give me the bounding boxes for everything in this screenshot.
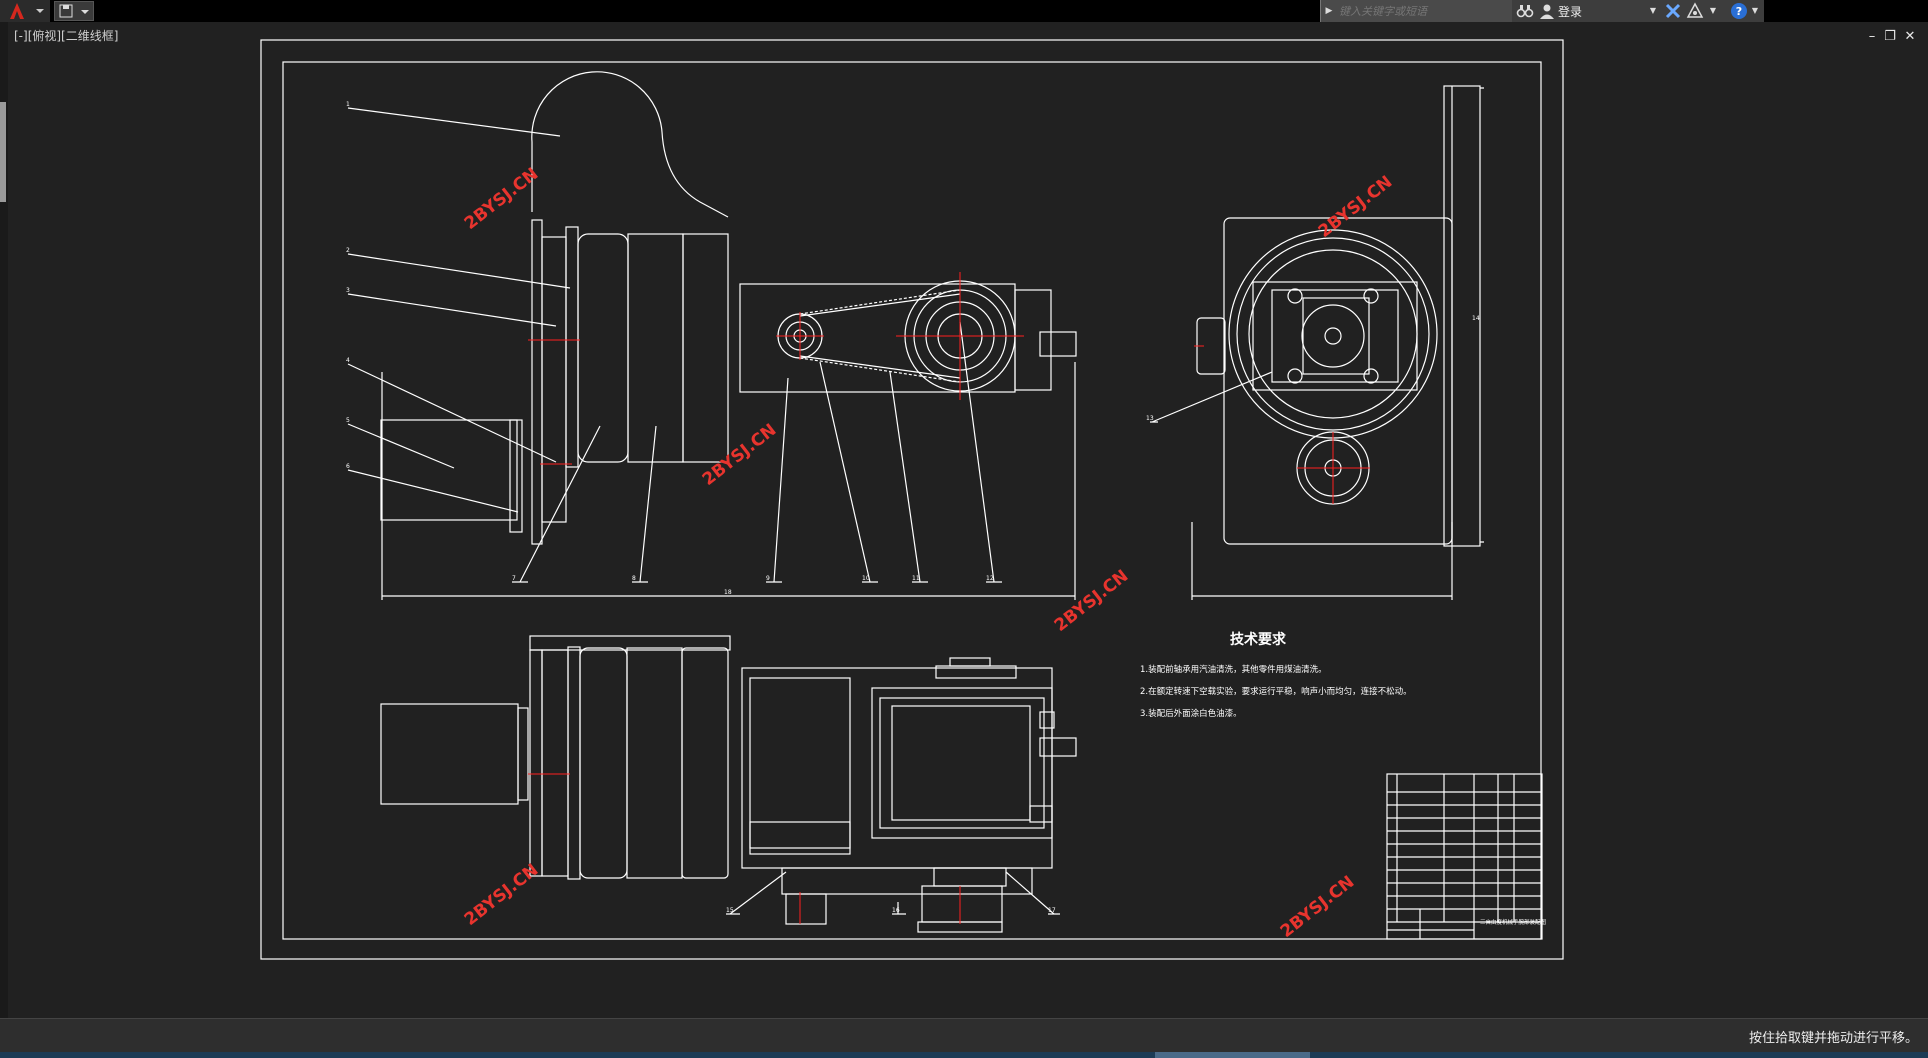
a360-icon[interactable] bbox=[1686, 2, 1704, 20]
part-number-labels: 1 2 3 4 5 6 7 8 9 10 11 12 13 14 15 16 1… bbox=[346, 101, 1480, 914]
autocad-logo-icon bbox=[10, 3, 44, 19]
watermark-text: 2BYSJ.CN bbox=[461, 860, 543, 930]
title-block-name: 三自由度机械手腕部装配图 bbox=[1480, 918, 1547, 926]
part-label: 17 bbox=[1048, 907, 1056, 914]
part-label: 9 bbox=[766, 575, 770, 582]
minimize-drawing-button[interactable]: – bbox=[1868, 29, 1876, 44]
part-label: 12 bbox=[986, 575, 994, 582]
user-icon[interactable] bbox=[1538, 2, 1556, 20]
part-label: 13 bbox=[1146, 415, 1154, 422]
application-title-bar: ▶ 登录 ▼ ▼ ? ▼ bbox=[0, 0, 1928, 22]
drawing-inner-frame bbox=[282, 61, 1542, 940]
part-label: 10 bbox=[862, 575, 870, 582]
drawing-outer-frame bbox=[260, 39, 1564, 960]
search-box[interactable]: ▶ bbox=[1320, 0, 1512, 22]
login-button[interactable]: 登录 bbox=[1558, 5, 1583, 19]
watermark-text: 2BYSJ.CN bbox=[699, 420, 781, 490]
help-icon[interactable]: ? bbox=[1730, 2, 1748, 20]
part-label: 14 bbox=[1472, 315, 1480, 322]
part-label: 2 bbox=[346, 247, 350, 254]
info-center: 登录 ▼ ▼ ? ▼ bbox=[1512, 0, 1764, 22]
help-dropdown-icon[interactable]: ▼ bbox=[1751, 6, 1759, 15]
a360-dropdown-icon[interactable]: ▼ bbox=[1709, 6, 1717, 15]
side-view bbox=[1150, 85, 1484, 600]
expand-arrow-icon: ▶ bbox=[1325, 6, 1333, 16]
top-view bbox=[380, 635, 1077, 933]
quick-access-save-button[interactable] bbox=[54, 1, 94, 21]
tech-note-1: 1.装配前轴承用汽油清洗，其他零件用煤油清洗。 bbox=[1140, 664, 1327, 675]
left-scroll-strip[interactable] bbox=[0, 22, 8, 1018]
tech-note-2: 2.在额定转速下空载实验，要求运行平稳，响声小而均匀，连接不松动。 bbox=[1140, 686, 1412, 697]
center-lines bbox=[528, 272, 1370, 924]
watermark-text: 2BYSJ.CN bbox=[461, 164, 543, 234]
layout-tab-strip[interactable] bbox=[0, 1052, 1928, 1058]
application-menu-button[interactable] bbox=[0, 0, 50, 22]
status-bar: 按住拾取键并拖动进行平移。 bbox=[0, 1018, 1928, 1053]
scroll-thumb[interactable] bbox=[0, 102, 6, 202]
binoculars-icon[interactable] bbox=[1516, 2, 1534, 20]
watermark-text: 2BYSJ.CN bbox=[1051, 566, 1133, 636]
part-label: 18 bbox=[724, 589, 732, 596]
save-icon bbox=[59, 4, 89, 18]
part-label: 1 bbox=[346, 101, 350, 108]
svg-text:?: ? bbox=[1736, 5, 1742, 18]
drawing-canvas[interactable]: 技术要求 1.装配前轴承用汽油清洗，其他零件用煤油清洗。 2.在额定转速下空载实… bbox=[0, 22, 1928, 1018]
part-label: 4 bbox=[346, 357, 350, 364]
viewport-controls-label[interactable]: [-][俯视][二维线框] bbox=[14, 29, 119, 43]
watermark-text: 2BYSJ.CN bbox=[1315, 172, 1397, 242]
tech-note-3: 3.装配后外面涂白色油漆。 bbox=[1140, 708, 1242, 719]
horizontal-scroll-thumb[interactable] bbox=[1155, 1052, 1310, 1058]
part-label: 5 bbox=[346, 417, 350, 424]
title-block bbox=[1386, 773, 1543, 940]
watermark-text: 2BYSJ.CN bbox=[1277, 872, 1359, 942]
part-label: 3 bbox=[346, 287, 350, 294]
watermarks: 2BYSJ.CN 2BYSJ.CN 2BYSJ.CN 2BYSJ.CN 2BYS… bbox=[461, 164, 1397, 942]
x-exchange-icon[interactable] bbox=[1664, 2, 1682, 20]
tech-requirements-title: 技术要求 bbox=[1230, 631, 1287, 648]
status-message: 按住拾取键并拖动进行平移。 bbox=[1748, 1031, 1918, 1046]
part-label: 11 bbox=[912, 575, 920, 582]
login-dropdown-icon[interactable]: ▼ bbox=[1649, 6, 1657, 15]
search-input[interactable] bbox=[1337, 2, 1511, 20]
part-label: 16 bbox=[892, 907, 900, 914]
part-label: 7 bbox=[512, 575, 516, 582]
restore-drawing-button[interactable]: ❐ bbox=[1884, 29, 1896, 44]
part-label: 15 bbox=[726, 907, 734, 914]
part-label: 8 bbox=[632, 575, 636, 582]
part-label: 6 bbox=[346, 463, 350, 470]
close-drawing-button[interactable]: ✕ bbox=[1904, 29, 1916, 44]
